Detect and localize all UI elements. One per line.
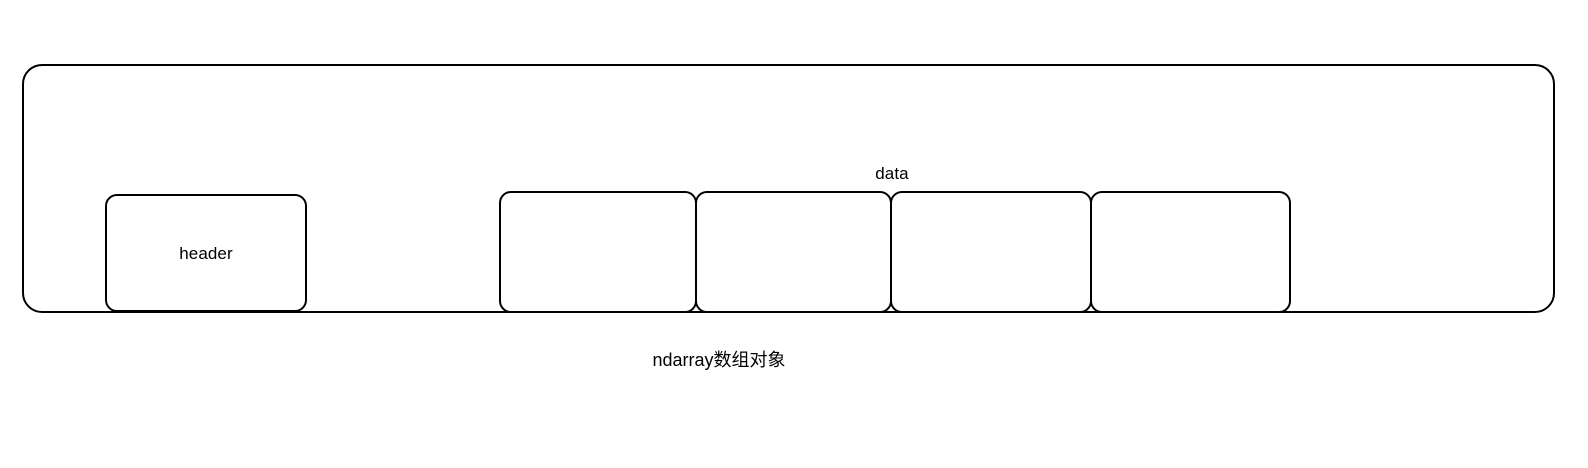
data-cell-label <box>892 193 1090 311</box>
data-cell-label <box>697 193 890 311</box>
data-cell-label <box>501 193 695 311</box>
diagram-caption: ndarray数组对象 <box>652 350 786 370</box>
data-cell-label <box>1092 193 1289 311</box>
header-block-label: header <box>179 243 233 263</box>
data-cell <box>499 191 697 313</box>
data-cell <box>695 191 892 313</box>
data-cell <box>890 191 1092 313</box>
ndarray-object-container: header data <box>22 64 1555 313</box>
header-block: header <box>105 194 307 312</box>
data-cell-group <box>499 191 1291 313</box>
data-cell <box>1090 191 1291 313</box>
data-section-label: data <box>875 164 909 183</box>
